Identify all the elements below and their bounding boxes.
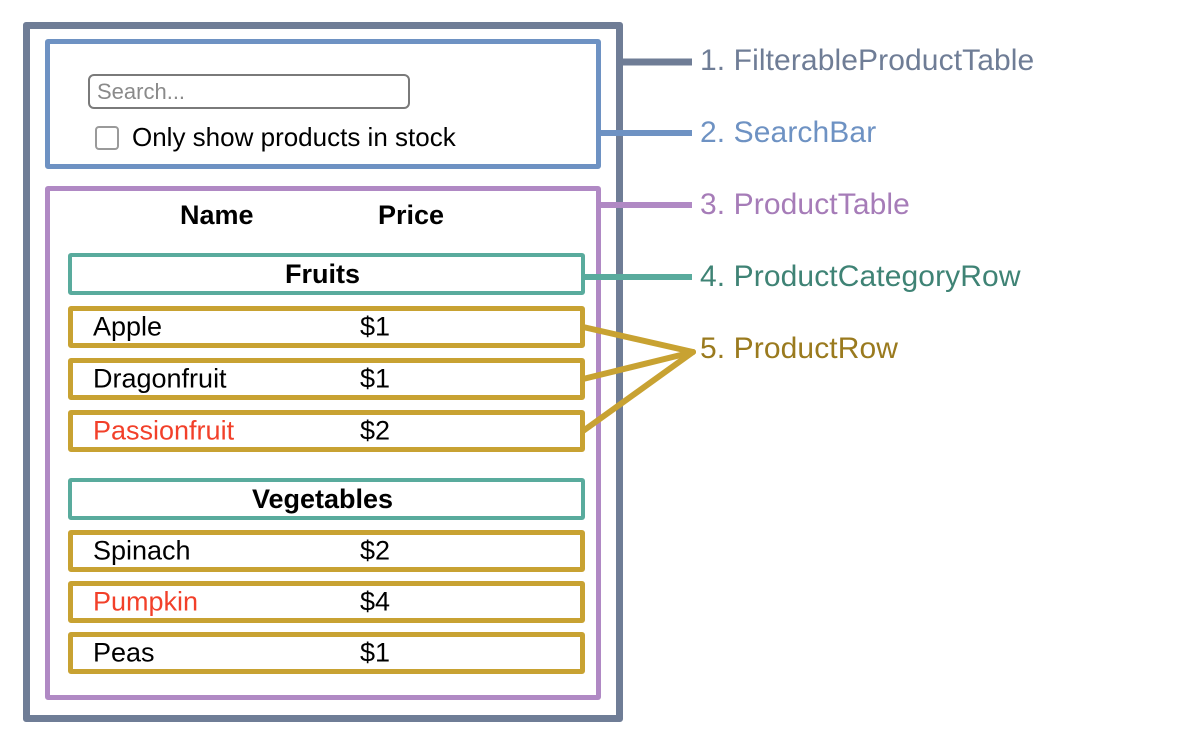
- product-name: Pumpkin: [93, 586, 199, 617]
- product-row: Pumpkin $4: [68, 581, 585, 623]
- product-row: Apple $1: [68, 306, 585, 348]
- category-label: Vegetables: [251, 483, 394, 514]
- product-price: $1: [360, 637, 391, 668]
- product-price: $2: [360, 535, 391, 566]
- product-name: Dragonfruit: [93, 363, 227, 394]
- product-price: $1: [360, 363, 391, 394]
- legend-item-product-table: 3. ProductTable: [700, 188, 910, 221]
- product-row: Spinach $2: [68, 530, 585, 572]
- legend-item-filterable-product-table: 1. FilterableProductTable: [700, 44, 1035, 77]
- product-row: Peas $1: [68, 632, 585, 674]
- stock-filter-row[interactable]: Only show products in stock: [95, 122, 456, 153]
- legend-item-product-category-row: 4. ProductCategoryRow: [700, 260, 1021, 293]
- legend-item-product-row: 5. ProductRow: [700, 332, 899, 365]
- search-bar-box: [45, 39, 601, 169]
- category-label: Fruits: [284, 258, 360, 289]
- product-name: Passionfruit: [93, 415, 235, 446]
- product-price: $2: [360, 415, 391, 446]
- product-name: Spinach: [93, 535, 191, 566]
- product-name: Apple: [93, 311, 163, 342]
- column-header-name: Name: [180, 200, 254, 230]
- product-category-row: Fruits: [68, 253, 585, 295]
- product-name: Peas: [93, 637, 155, 668]
- column-header-price: Price: [378, 200, 445, 230]
- product-price: $4: [360, 586, 391, 617]
- product-row: Passionfruit $2: [68, 410, 585, 452]
- legend-item-search-bar: 2. SearchBar: [700, 116, 877, 149]
- only-in-stock-checkbox[interactable]: [95, 125, 119, 150]
- product-category-row: Vegetables: [68, 478, 585, 520]
- search-input[interactable]: Search...: [88, 74, 410, 109]
- product-table-box: [45, 186, 601, 700]
- product-row: Dragonfruit $1: [68, 358, 585, 400]
- product-table-header: Name Price: [68, 200, 580, 246]
- only-in-stock-label: Only show products in stock: [132, 122, 456, 152]
- product-price: $1: [360, 311, 391, 342]
